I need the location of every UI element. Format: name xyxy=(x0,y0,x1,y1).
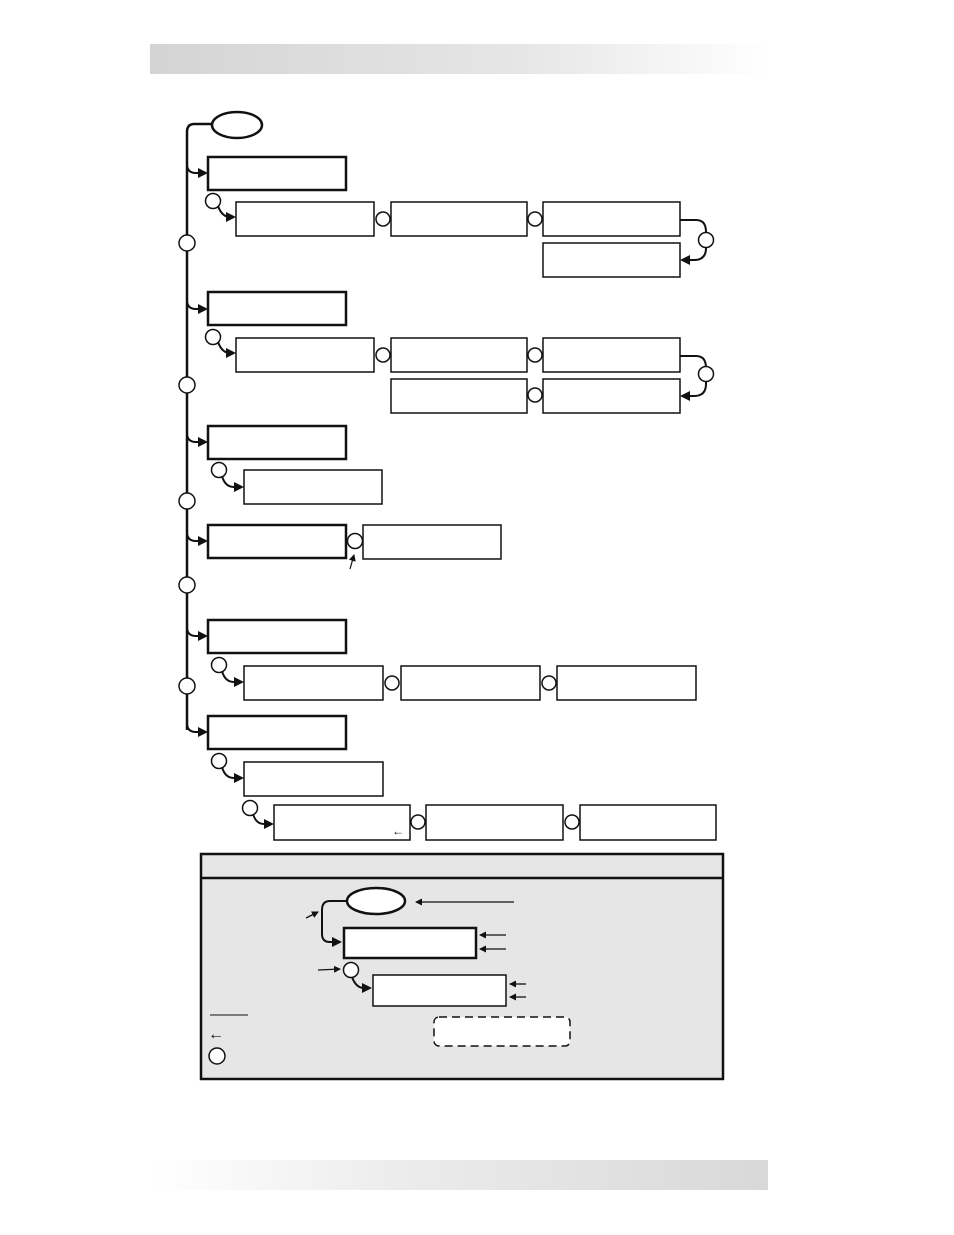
step-knob-2[interactable] xyxy=(527,211,543,227)
legend-sub-knob xyxy=(342,961,360,979)
legend-knob-pointer xyxy=(317,965,341,973)
spine-knob-4[interactable] xyxy=(178,576,196,594)
setting-box-1[interactable] xyxy=(235,201,375,237)
return-arrow-glyph: ← xyxy=(392,824,404,838)
sub-knob-2[interactable] xyxy=(204,328,222,346)
sub-arrow-6b xyxy=(252,813,274,829)
menu-box-3[interactable] xyxy=(206,424,348,461)
step-knob-10[interactable] xyxy=(564,814,580,830)
step-knob-3[interactable] xyxy=(375,347,391,363)
branch-arrow-6 xyxy=(186,722,208,737)
step-knob-9[interactable] xyxy=(410,814,426,830)
setting-box-11[interactable] xyxy=(362,524,502,560)
pointer-arrow xyxy=(348,554,356,570)
sub-arrow-6 xyxy=(221,766,244,783)
setting-box-6[interactable] xyxy=(390,337,528,373)
header-gradient-bar xyxy=(150,44,770,74)
menu-box-4[interactable] xyxy=(206,523,348,560)
menu-box-6[interactable] xyxy=(206,714,348,751)
step-knob-1[interactable] xyxy=(375,211,391,227)
setting-box-18[interactable] xyxy=(579,804,717,841)
setting-box-16[interactable]: ← xyxy=(273,804,411,841)
legend-oval xyxy=(345,886,407,916)
step-knob-5[interactable] xyxy=(527,387,543,403)
setting-box-5[interactable] xyxy=(235,337,375,373)
legend-setting-box xyxy=(372,974,507,1007)
main-spine xyxy=(185,122,212,730)
legend-sub-arrow xyxy=(351,976,372,993)
setting-box-4[interactable] xyxy=(542,242,681,278)
loop-knob-2[interactable] xyxy=(697,365,715,383)
branch-arrow-4 xyxy=(186,531,208,546)
spine-knob-3[interactable] xyxy=(178,492,196,510)
branch-arrow-1 xyxy=(186,163,208,178)
sub-arrow-5 xyxy=(221,670,244,687)
start-oval[interactable] xyxy=(210,110,264,140)
spine-knob-1[interactable] xyxy=(178,234,196,252)
step-knob-4[interactable] xyxy=(527,347,543,363)
branch-arrow-5 xyxy=(186,626,208,641)
sub-arrow-2 xyxy=(217,341,236,358)
spine-knob-2[interactable] xyxy=(178,376,196,394)
spine-knob-5[interactable] xyxy=(178,677,196,695)
setting-box-7[interactable] xyxy=(542,337,681,373)
setting-box-2[interactable] xyxy=(390,201,528,237)
setting-box-8[interactable] xyxy=(390,378,528,414)
sub-knob-6b[interactable] xyxy=(241,799,259,817)
branch-arrow-3 xyxy=(186,432,208,447)
step-knob-7[interactable] xyxy=(384,675,400,691)
legend-branch-line xyxy=(321,900,347,947)
setting-box-13[interactable] xyxy=(400,665,541,701)
legend-knob-sample xyxy=(208,1047,226,1065)
sub-knob-6[interactable] xyxy=(210,752,228,770)
setting-box-10[interactable] xyxy=(243,469,383,505)
sub-arrow-1 xyxy=(217,205,236,222)
setting-box-12[interactable] xyxy=(243,665,384,701)
sub-knob-5[interactable] xyxy=(210,656,228,674)
legend-menu-box xyxy=(342,926,478,960)
setting-box-14[interactable] xyxy=(556,665,697,701)
branch-arrow-2 xyxy=(186,299,208,314)
legend-dashed-box xyxy=(433,1016,571,1047)
step-knob-8[interactable] xyxy=(541,675,557,691)
setting-box-17[interactable] xyxy=(425,804,564,841)
menu-box-1[interactable] xyxy=(206,155,348,192)
sub-arrow-3 xyxy=(221,475,244,492)
setting-box-9[interactable] xyxy=(542,378,681,414)
step-knob-6[interactable] xyxy=(346,532,364,550)
menu-box-5[interactable] xyxy=(206,618,348,655)
footer-gradient-bar xyxy=(150,1160,768,1190)
legend-panel: ← xyxy=(199,852,725,1081)
setting-box-3[interactable] xyxy=(542,201,681,237)
sub-knob-1[interactable] xyxy=(204,192,222,210)
legend-return-glyph: ← xyxy=(208,1026,224,1043)
loop-knob-1[interactable] xyxy=(697,231,715,249)
sub-knob-3[interactable] xyxy=(210,461,228,479)
legend-branch-pointer xyxy=(305,911,319,919)
menu-box-2[interactable] xyxy=(206,290,348,327)
setting-box-15[interactable] xyxy=(243,761,384,797)
